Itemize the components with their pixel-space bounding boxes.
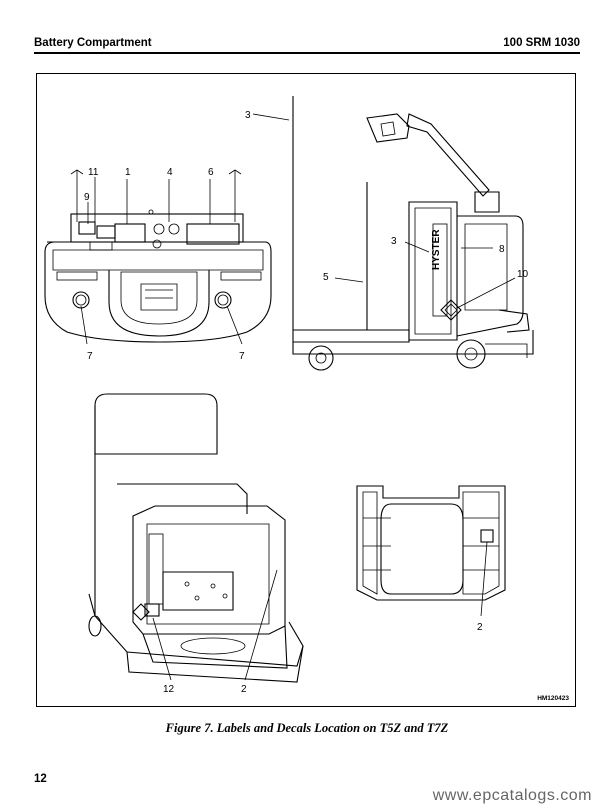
figure-illustration: 11 1 4 6 9 7 7: [44, 96, 534, 695]
callout-2-bottom-right: 2: [477, 622, 483, 633]
callout-11: 11: [88, 167, 99, 178]
callout-3-top: 3: [245, 110, 251, 121]
document-code: 100 SRM 1030: [503, 37, 580, 49]
side-view-leaders: [252, 113, 516, 309]
figure-id-code: HM120423: [537, 695, 569, 702]
battery-frame-drawing: [356, 485, 506, 601]
watermark: www.epcatalogs.com: [432, 787, 592, 804]
battery-frame-leaders: [480, 541, 488, 617]
callout-10: 10: [517, 269, 529, 280]
brand-decal-text: HYSTER: [431, 229, 442, 270]
side-view-drawing: [292, 96, 534, 371]
isometric-truck-leaders: [152, 569, 278, 681]
callout-7-right: 7: [239, 351, 245, 362]
callout-3-mid: 3: [391, 236, 397, 247]
callout-9: 9: [84, 192, 90, 203]
callout-2-bottom-left: 2: [241, 684, 247, 695]
callout-1: 1: [125, 167, 131, 178]
callout-6: 6: [208, 167, 214, 178]
figure-caption: Figure 7. Labels and Decals Location on …: [165, 721, 449, 735]
page-number: 12: [34, 773, 47, 785]
callout-5: 5: [323, 272, 329, 283]
callout-12: 12: [163, 684, 175, 695]
callout-4: 4: [167, 167, 173, 178]
header-rule: [34, 52, 580, 54]
callout-7-left: 7: [87, 351, 93, 362]
rear-view-leaders: [80, 177, 243, 345]
section-title: Battery Compartment: [34, 37, 152, 49]
figure-frame: 11 1 4 6 9 7 7: [36, 73, 576, 707]
isometric-truck-drawing: [88, 393, 304, 683]
callout-8: 8: [499, 244, 505, 255]
rear-view-drawing: [44, 169, 272, 343]
